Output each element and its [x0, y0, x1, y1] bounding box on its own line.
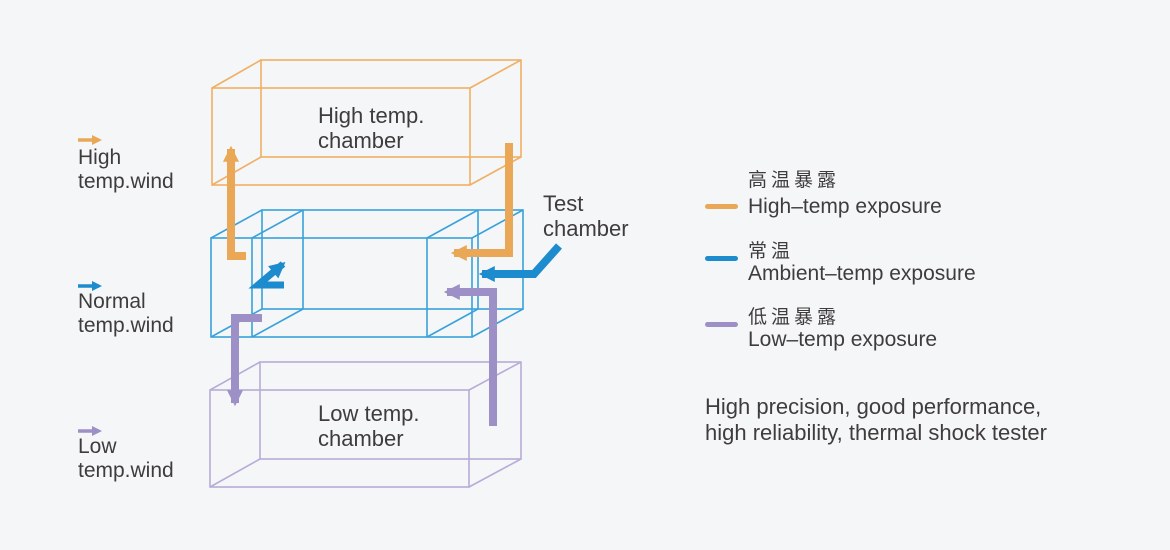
- high-temp-chamber-label-line1: High temp.: [318, 103, 425, 128]
- wind-label-low-line1: Low: [78, 435, 117, 458]
- high-temp-airflow-arrow-up: [223, 145, 246, 260]
- legend-zh-high-temp: 高温暴露: [748, 170, 841, 191]
- test-chamber-internal-arrow: [248, 261, 286, 289]
- high-temp-airflow-arrow-return: [450, 143, 513, 261]
- high-chamber-front-face: [211, 87, 471, 186]
- test-chamber-front-face: [210, 237, 473, 338]
- test-chamber-back-face: [261, 209, 524, 310]
- product-description: High precision, good performance, high r…: [705, 394, 1047, 446]
- legend-swatches: [705, 204, 738, 327]
- product-description-line2: high reliability, thermal shock tester: [705, 420, 1047, 445]
- legend-swatch-high-temp: [705, 204, 738, 209]
- test-chamber-label-line1: Test: [543, 191, 584, 216]
- wind-label-low-line2: temp.wind: [78, 459, 174, 482]
- wind-label-high-line1: High: [78, 146, 122, 169]
- legend-en-high-temp: High–temp exposure: [748, 195, 942, 218]
- test-chamber-label: Test chamber: [543, 191, 629, 241]
- high-temp-chamber-label: High temp. chamber: [318, 103, 424, 153]
- wind-label-low: Low temp.wind: [78, 435, 174, 483]
- low-temp-chamber-label: Low temp. chamber: [318, 401, 420, 451]
- wind-label-arrows: [78, 135, 102, 436]
- test-chamber-right-partition: [426, 209, 479, 338]
- legend-zh-ambient-temp: 常温: [748, 241, 795, 262]
- legend-swatch-ambient-temp: [705, 256, 738, 261]
- low-temp-chamber-label-line1: Low temp.: [318, 401, 420, 426]
- high-temp-chamber-box: [211, 59, 522, 186]
- wind-label-normal-line1: Normal: [78, 290, 146, 313]
- legend-zh-low-temp: 低温暴露: [748, 307, 841, 328]
- ambient-airflow-arrow-inlet: [478, 243, 562, 282]
- low-chamber-back-face: [259, 361, 522, 460]
- legend-en-low-temp: Low–temp exposure: [748, 328, 938, 351]
- wind-label-normal: Normal temp.wind: [78, 290, 174, 338]
- wind-label-normal-line2: temp.wind: [78, 314, 174, 337]
- legend-swatch-low-temp: [705, 322, 738, 327]
- high-temp-chamber-label-line2: chamber: [318, 128, 404, 153]
- low-chamber-front-face: [209, 389, 470, 488]
- test-chamber-label-line2: chamber: [543, 216, 629, 241]
- wind-label-high: High temp.wind: [78, 146, 174, 194]
- wind-label-high-line2: temp.wind: [78, 170, 174, 193]
- airflow-arrows: [223, 143, 562, 426]
- low-temp-airflow-arrow-down: [227, 314, 262, 407]
- low-temp-chamber-label-line2: chamber: [318, 426, 404, 451]
- high-chamber-back-face: [260, 59, 522, 158]
- legend-en-ambient-temp: Ambient–temp exposure: [748, 262, 976, 285]
- test-chamber-depth-edges: [210, 209, 524, 338]
- low-temp-airflow-arrow-return: [443, 284, 497, 426]
- product-description-line1: High precision, good performance,: [705, 394, 1042, 419]
- high-chamber-depth-edges: [211, 59, 522, 186]
